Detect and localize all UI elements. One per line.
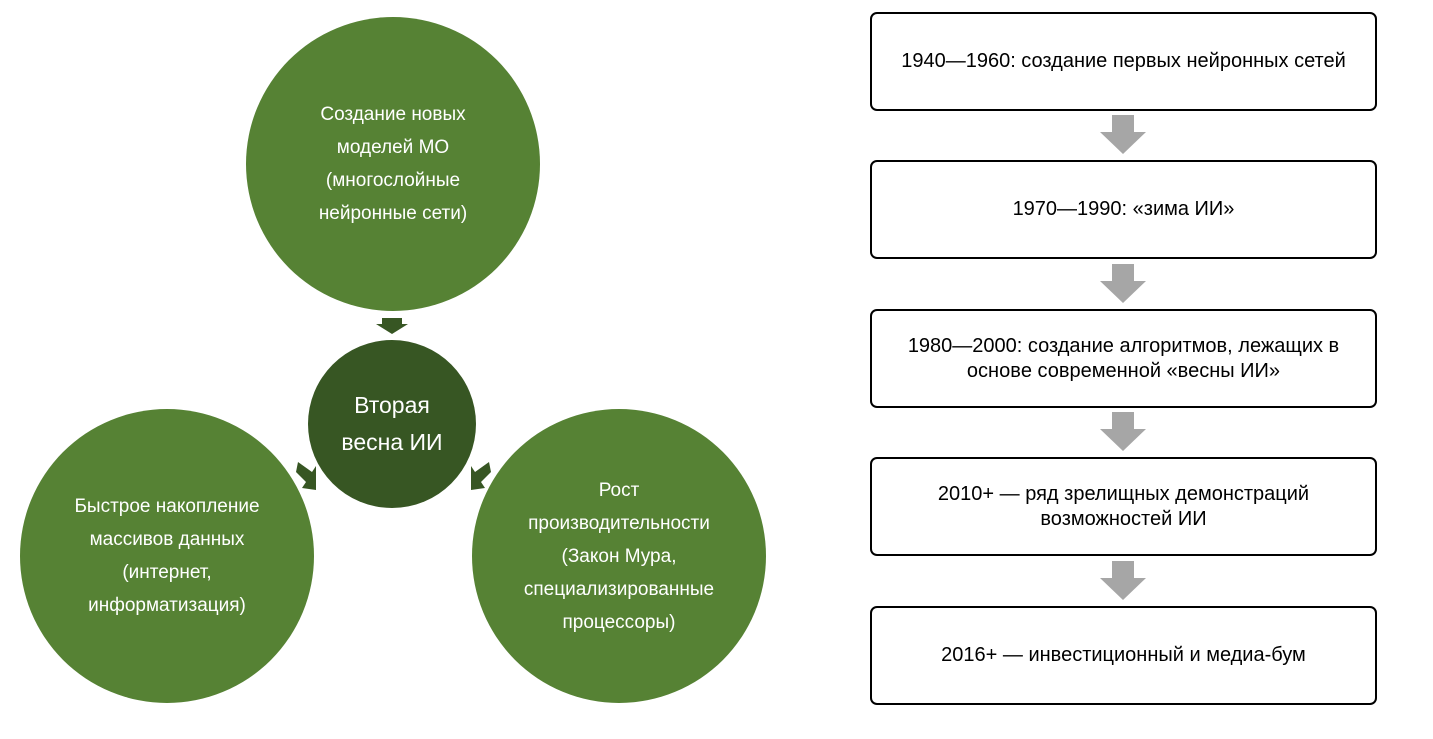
right-circle-label: Рост производительности (Закон Мура, спе… [523, 479, 715, 633]
timeline-step-1940-1960: 1940—1960: создание первых нейронных сет… [870, 12, 1377, 111]
top-to-center-arrow-icon [376, 318, 408, 334]
left-circle-data-accumulation: Быстрое накопление массивов данных (инте… [20, 409, 314, 703]
right-circle-performance-growth: Рост производительности (Закон Мура, спе… [472, 409, 766, 703]
timeline-step-2010: 2010+ — ряд зрелищных демонстраций возмо… [870, 457, 1377, 556]
top-circle-new-models: Создание новых моделей МО (многослойные … [246, 17, 540, 311]
down-arrow-icon [1100, 264, 1146, 303]
center-circle-second-spring: Вторая весна ИИ [308, 340, 476, 508]
top-circle-label: Создание новых моделей МО (многослойные … [318, 104, 468, 224]
timeline-step-1970-1990: 1970—1990: «зима ИИ» [870, 160, 1377, 259]
down-arrow-icon [1100, 412, 1146, 451]
center-circle-label: Вторая весна ИИ [341, 392, 443, 455]
right-to-center-arrow-icon [471, 462, 491, 490]
left-to-center-arrow-icon [296, 462, 316, 490]
left-circle-label: Быстрое накопление массивов данных (инте… [74, 496, 260, 616]
timeline-step-1980-2000: 1980—2000: создание алгоритмов, лежащих … [870, 309, 1377, 408]
down-arrow-icon [1100, 115, 1146, 154]
down-arrow-icon [1100, 561, 1146, 600]
timeline-step-2016: 2016+ — инвестиционный и медиа-бум [870, 606, 1377, 705]
